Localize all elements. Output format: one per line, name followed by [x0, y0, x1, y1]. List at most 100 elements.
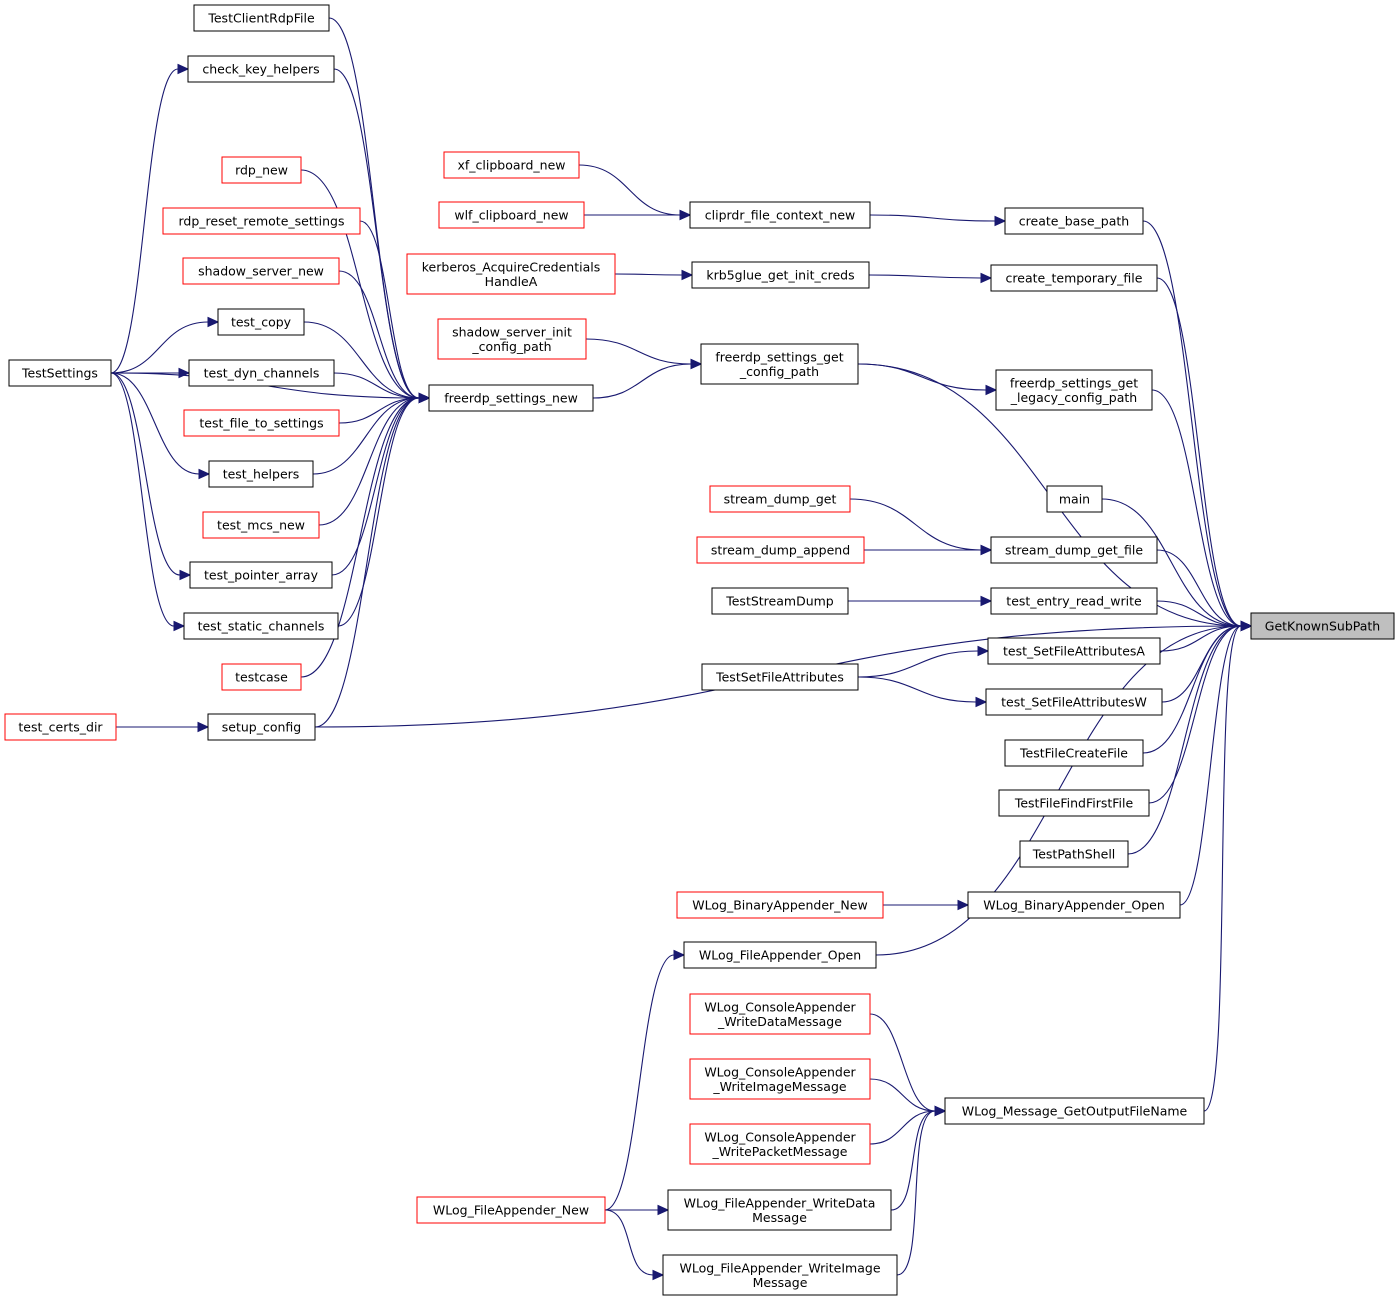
edge-arrowhead: [994, 215, 1007, 227]
edge-arrowhead: [173, 620, 186, 632]
node-testcase[interactable]: testcase: [221, 663, 302, 691]
edge-test-settings-to-test-helpers: [110, 372, 211, 480]
node-stream-dump-append[interactable]: stream_dump_append: [696, 536, 865, 564]
node-test-settings[interactable]: TestSettings: [8, 359, 112, 387]
node-xf-clipboard-new[interactable]: xf_clipboard_new: [443, 151, 580, 179]
node-test-client-rdp-file[interactable]: TestClientRdpFile: [193, 4, 330, 32]
edge-path: [1151, 389, 1242, 627]
node-check-key-helpers[interactable]: check_key_helpers: [187, 55, 335, 83]
node-label: freerdp_settings_get: [1010, 375, 1138, 390]
node-freerdp-settings-get-config-path[interactable]: freerdp_settings_get_config_path: [700, 343, 859, 385]
node-box: [990, 587, 1158, 615]
edge-arrowhead: [980, 544, 993, 556]
edge-xf-clipboard-new-to-cliprdr-file-context-new: [578, 164, 692, 221]
node-rdp-reset-remote-settings[interactable]: rdp_reset_remote_settings: [162, 207, 361, 235]
node-stream-dump-get[interactable]: stream_dump_get: [709, 485, 851, 513]
node-box: [683, 941, 877, 969]
edge-path: [869, 1110, 936, 1145]
edge-path: [868, 274, 982, 279]
node-test-file-to-settings[interactable]: test_file_to_settings: [183, 409, 340, 437]
edge-create-base-path-to-get-known-sub-path: [1142, 220, 1253, 632]
node-cliprdr-file-context-new[interactable]: cliprdr_file_context_new: [689, 201, 871, 229]
node-rdp-new[interactable]: rdp_new: [221, 156, 302, 184]
node-freerdp-settings-get-legacy-config-path[interactable]: freerdp_settings_get_legacy_config_path: [995, 369, 1153, 411]
node-wlog-file-appender-new[interactable]: WLog_FileAppender_New: [416, 1196, 606, 1224]
edge-path: [110, 321, 209, 374]
node-box: [990, 264, 1158, 292]
node-test-mcs-new[interactable]: test_mcs_new: [202, 511, 320, 539]
node-create-base-path[interactable]: create_base_path: [1004, 207, 1144, 235]
edge-path: [1156, 549, 1242, 627]
node-box: [696, 536, 865, 564]
edge-wlog-file-appender-write-image-message-to-wlog-message-get-output-file-name: [896, 1105, 947, 1276]
node-freerdp-settings-new[interactable]: freerdp_settings_new: [428, 384, 594, 412]
node-label: GetKnownSubPath: [1265, 619, 1380, 634]
edge-wlog-message-get-output-file-name-to-get-known-sub-path: [1203, 620, 1253, 1112]
node-test-helpers[interactable]: test_helpers: [208, 460, 314, 488]
node-wlog-console-appender-write-image-message[interactable]: WLog_ConsoleAppender_WriteImageMessage: [689, 1058, 871, 1100]
node-wlog-binary-appender-new[interactable]: WLog_BinaryAppender_New: [676, 891, 884, 919]
edge-path: [604, 954, 675, 1211]
node-label: test_SetFileAttributesA: [1003, 644, 1145, 659]
node-box: [208, 460, 314, 488]
node-krb5glue-get-init-creds[interactable]: krb5glue_get_init_creds: [691, 261, 870, 289]
node-wlog-binary-appender-open[interactable]: WLog_BinaryAppender_Open: [967, 891, 1181, 919]
node-label: create_temporary_file: [1006, 271, 1143, 286]
node-test-set-file-attributes-w[interactable]: test_SetFileAttributesW: [985, 688, 1163, 716]
node-label: test_static_channels: [198, 619, 325, 634]
edge-arrowhead: [207, 316, 220, 328]
node-test-pointer-array[interactable]: test_pointer_array: [189, 561, 333, 589]
edge-test-settings-to-test-copy: [110, 316, 220, 374]
node-test-entry-read-write[interactable]: test_entry_read_write: [990, 587, 1158, 615]
node-shadow-server-new[interactable]: shadow_server_new: [182, 257, 340, 285]
node-test-set-file-attributes-a[interactable]: test_SetFileAttributesA: [987, 637, 1161, 665]
edge-arrowhead: [179, 569, 192, 581]
node-label: WLog_FileAppender_WriteData: [684, 1195, 876, 1210]
node-wlf-clipboard-new[interactable]: wlf_clipboard_new: [438, 201, 585, 229]
node-wlog-console-appender-write-data-message[interactable]: WLog_ConsoleAppender_WriteDataMessage: [689, 993, 871, 1035]
node-test-dyn-channels[interactable]: test_dyn_channels: [188, 359, 335, 387]
node-wlog-console-appender-write-packet-message[interactable]: WLog_ConsoleAppender_WritePacketMessage: [689, 1123, 871, 1165]
edge-path: [857, 363, 987, 391]
edge-arrowhead: [197, 721, 210, 733]
node-test-copy[interactable]: test_copy: [217, 308, 305, 336]
edge-path: [849, 498, 982, 551]
node-box: [188, 359, 335, 387]
edge-cliprdr-file-context-new-to-create-base-path: [869, 214, 1007, 227]
node-get-known-sub-path[interactable]: GetKnownSubPath: [1250, 612, 1395, 640]
node-box: [689, 1058, 871, 1100]
node-label: Message: [752, 1210, 807, 1225]
node-test-set-file-attributes[interactable]: TestSetFileAttributes: [701, 663, 859, 691]
node-wlog-message-get-output-file-name[interactable]: WLog_Message_GetOutputFileName: [944, 1097, 1205, 1125]
node-test-stream-dump[interactable]: TestStreamDump: [711, 587, 849, 615]
edge-path: [300, 169, 420, 399]
node-test-path-shell[interactable]: TestPathShell: [1019, 840, 1129, 868]
edge-arrowhead: [681, 269, 694, 281]
node-stream-dump-get-file[interactable]: stream_dump_get_file: [990, 536, 1158, 564]
node-label: test_copy: [231, 315, 292, 330]
node-wlog-file-appender-write-image-message[interactable]: WLog_FileAppender_WriteImageMessage: [662, 1254, 898, 1296]
node-label: WLog_Message_GetOutputFileName: [962, 1104, 1188, 1119]
edge-arrowhead: [198, 468, 211, 480]
edge-arrowhead: [657, 1204, 670, 1216]
node-wlog-file-appender-open[interactable]: WLog_FileAppender_Open: [683, 941, 877, 969]
edge-path: [614, 273, 683, 276]
node-test-file-find-first-file[interactable]: TestFileFindFirstFile: [998, 789, 1150, 817]
edge-path: [300, 397, 420, 678]
edge-test-set-file-attributes-w-to-get-known-sub-path: [1161, 620, 1253, 703]
edge-path: [869, 214, 996, 222]
node-shadow-server-init-config-path[interactable]: shadow_server_init_config_path: [437, 318, 587, 360]
node-wlog-file-appender-write-data-message[interactable]: WLog_FileAppender_WriteDataMessage: [667, 1189, 892, 1231]
node-label: HandleA: [485, 274, 538, 289]
node-box: [162, 207, 361, 235]
node-box: [428, 384, 594, 412]
node-create-temporary-file[interactable]: create_temporary_file: [990, 264, 1158, 292]
node-test-file-create-file[interactable]: TestFileCreateFile: [1004, 739, 1144, 767]
node-setup-config[interactable]: setup_config: [207, 713, 316, 741]
node-label: shadow_server_init: [452, 324, 572, 339]
node-test-static-channels[interactable]: test_static_channels: [183, 612, 339, 640]
node-test-certs-dir[interactable]: test_certs_dir: [4, 713, 117, 741]
node-label: test_SetFileAttributesW: [1001, 695, 1147, 710]
node-main[interactable]: main: [1046, 485, 1103, 513]
